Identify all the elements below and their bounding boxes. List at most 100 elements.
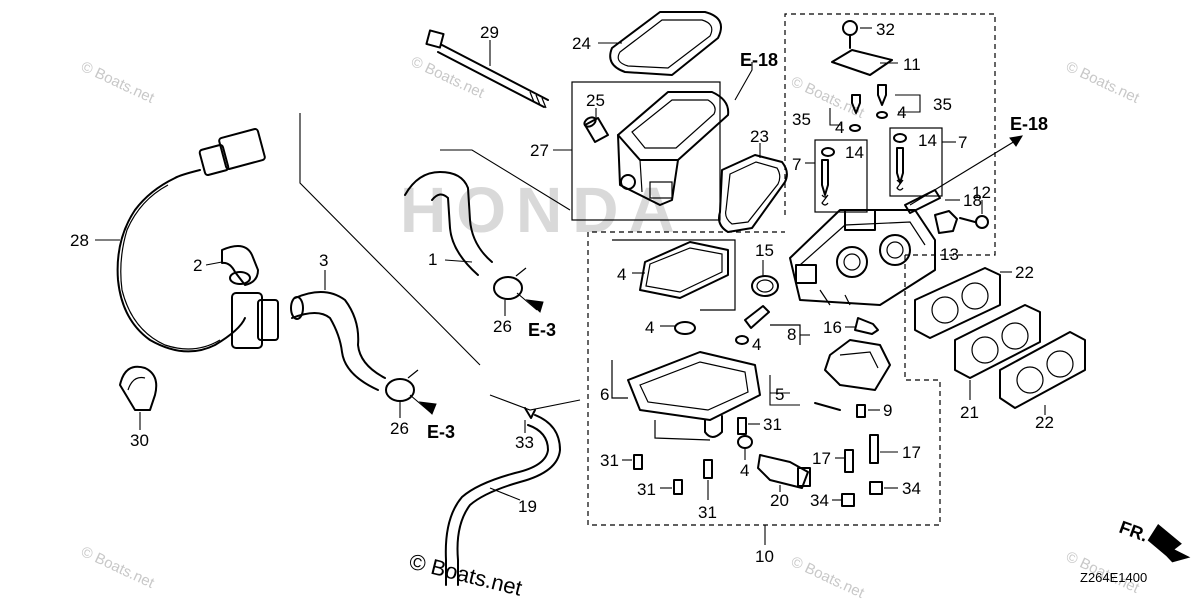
callout-35: 35: [792, 110, 811, 129]
watermark: © Boats.net: [78, 58, 157, 107]
carburetor-body-part-13: [789, 209, 936, 306]
callout-24: 24: [572, 34, 591, 53]
sensor-part-13: [934, 210, 958, 234]
callout-10: 10: [755, 547, 774, 566]
callout-30: 30: [130, 431, 149, 450]
callout-3: 3: [319, 251, 328, 270]
group-box-4: [612, 239, 736, 311]
orings-part-4: [849, 111, 888, 132]
callout-4: 4: [645, 318, 654, 337]
gasket-part-22: [914, 267, 1001, 339]
group-box-8: [770, 324, 801, 345]
callout-28: 28: [70, 231, 89, 250]
honda-watermark: HONDA: [400, 174, 685, 246]
solenoid-part-20: [757, 454, 811, 489]
callout-13: 13: [940, 245, 959, 264]
callout-layer: 29 24 25 27 23 1 26 28 2 3 30 26 33 19 3…: [70, 20, 1054, 566]
gasket-part-22b: [999, 331, 1086, 409]
oring-part-4: [737, 435, 753, 449]
fitting-part-18: [904, 189, 941, 214]
diagram-code: Z264E1400: [1080, 570, 1147, 585]
callout-2: 2: [193, 256, 202, 275]
cover-part-24: [609, 11, 722, 76]
callout-27: 27: [530, 141, 549, 160]
hose-part-1: [404, 149, 571, 276]
watermark: © Boats.net: [78, 543, 157, 592]
callout-26: 26: [493, 317, 512, 336]
callout-22: 22: [1015, 263, 1034, 282]
callout-25: 25: [586, 91, 605, 110]
group-box-6b: [654, 420, 711, 441]
watermark-bottom: © Boats.net: [407, 549, 525, 600]
callout-20: 20: [770, 491, 789, 510]
callout-7: 7: [958, 133, 967, 152]
throttle-body-part-27: [617, 91, 730, 206]
bolt-part-29: [425, 29, 549, 109]
group-box-27: [571, 81, 721, 221]
callout-34: 34: [902, 479, 921, 498]
screw-part-17: [844, 434, 879, 473]
callout-15: 15: [755, 241, 774, 260]
callout-17: 17: [902, 443, 921, 462]
watermark: © Boats.net: [1063, 58, 1142, 107]
callout-6: 6: [600, 385, 609, 404]
callout-9: 9: [883, 401, 892, 420]
valve-part-8: [735, 305, 770, 345]
pin-part-25: [583, 116, 609, 143]
group-box-7b: [889, 127, 943, 197]
front-label: FR.: [1117, 517, 1151, 546]
screw-part-35: [851, 84, 887, 114]
cap-part-15: [751, 275, 779, 297]
callout-29: 29: [480, 23, 499, 42]
callout-4: 4: [897, 103, 906, 122]
callout-4: 4: [835, 118, 844, 137]
ref-e18: E-18: [740, 50, 778, 70]
tube-part-19: [444, 394, 581, 586]
screw-part-9: [856, 404, 866, 418]
hose-part-3: [290, 291, 386, 391]
hose-joint-part-2: [221, 245, 259, 286]
watermark: © Boats.net: [408, 53, 487, 102]
clamp-part-26: [385, 369, 419, 402]
callout-1: 1: [428, 250, 437, 269]
callout-31: 31: [637, 480, 656, 499]
callout-34: 34: [810, 491, 829, 510]
float-chamber-part-6: [627, 351, 761, 438]
harness-part-28: [116, 128, 279, 353]
callout-12: 12: [972, 183, 991, 202]
callout-5: 5: [775, 385, 784, 404]
callout-31: 31: [763, 415, 782, 434]
screw-part-12: [959, 215, 989, 229]
screw-part-32: [842, 20, 858, 49]
callout-14: 14: [845, 143, 864, 162]
callout-26: 26: [390, 419, 409, 438]
clamp-part-26: [493, 267, 527, 300]
needle-part-7: [821, 147, 904, 206]
callout-14: 14: [918, 131, 937, 150]
oring-part-4: [674, 321, 696, 335]
group-box-7a: [814, 139, 868, 213]
clip-part-33: [524, 407, 536, 419]
callout-32: 32: [876, 20, 895, 39]
callout-19: 19: [518, 497, 537, 516]
callout-8: 8: [787, 325, 796, 344]
callout-21: 21: [960, 403, 979, 422]
callout-31: 31: [600, 451, 619, 470]
nut-part-34: [841, 481, 883, 507]
front-arrow-icon: [1147, 524, 1191, 563]
needle-part-16: [854, 317, 879, 335]
jet-part-14: [821, 133, 907, 157]
group-box-6: [611, 360, 628, 399]
callout-17: 17: [812, 449, 831, 468]
gasket-part-4: [639, 241, 729, 299]
float-part-5: [814, 339, 891, 411]
callout-11: 11: [903, 55, 921, 74]
ref-e18: E-18: [1010, 114, 1048, 134]
clip-part-30: [119, 365, 158, 411]
callout-18: 18: [963, 191, 982, 210]
ref-e3: E-3: [528, 320, 556, 340]
callout-4: 4: [617, 265, 626, 284]
callout-22: 22: [1035, 413, 1054, 432]
callout-4: 4: [752, 335, 761, 354]
